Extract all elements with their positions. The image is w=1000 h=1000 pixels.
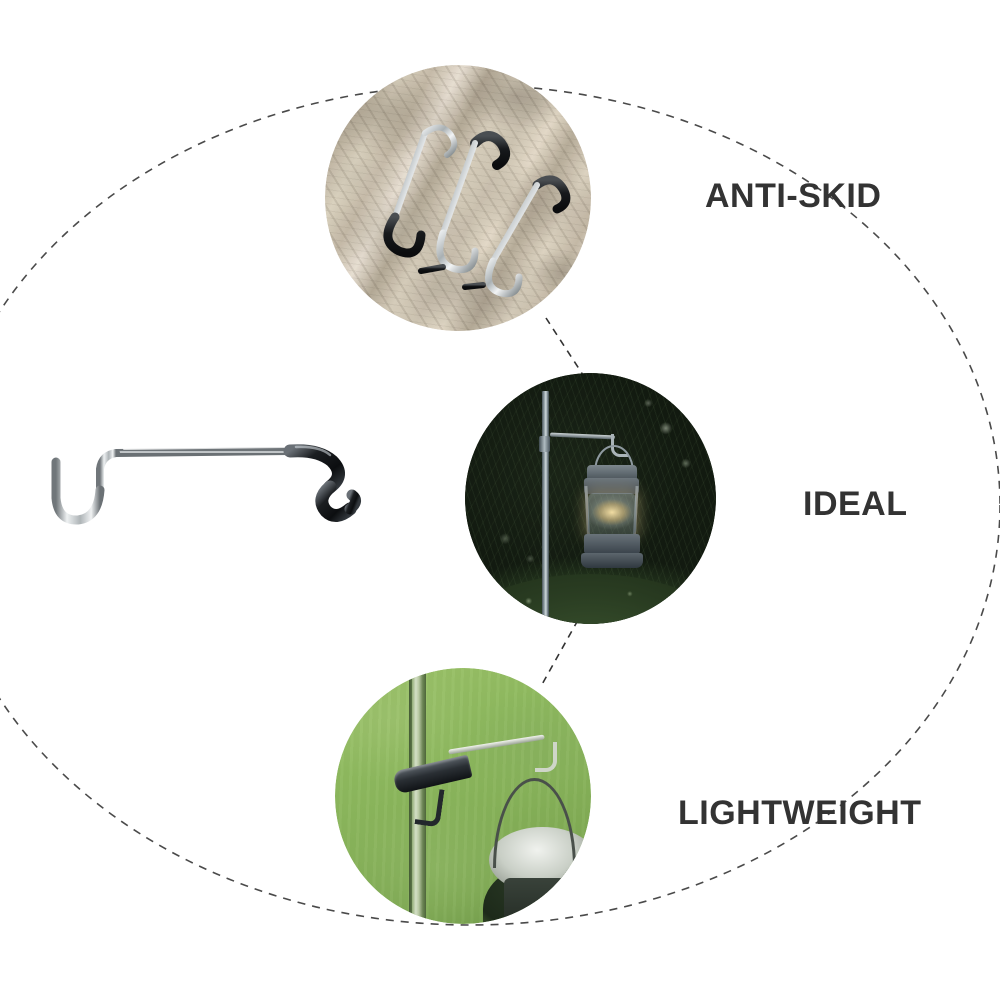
product-image-hanging-hook [50, 444, 361, 525]
product-clamp-lower [315, 480, 357, 522]
product-shaft [112, 447, 294, 457]
lantern-base-foot [580, 552, 644, 568]
hook-rod-tip [534, 742, 557, 773]
product-clamp-tip [344, 489, 361, 515]
feature-label-ideal: IDEAL [803, 485, 908, 523]
product-j-hook [51, 457, 105, 525]
product-clamp-highlight [294, 445, 332, 457]
lantern-fuel-tank [583, 534, 640, 554]
product-shaft-highlight [123, 446, 285, 450]
lantern-photo [465, 373, 716, 624]
tent-pole [409, 668, 427, 924]
pole-edge-highlight [409, 668, 413, 924]
feature-photo-anti-skid [325, 65, 591, 331]
hooks-on-rock-illustration [383, 124, 571, 298]
feature-label-anti-skid: ANTI-SKID [705, 177, 882, 215]
tent-pole [541, 390, 549, 624]
cookware-body [503, 877, 586, 924]
grass-photo [335, 668, 591, 924]
lantern-glass-globe [587, 492, 636, 536]
lantern-upper-body [584, 477, 640, 494]
lantern-cap [587, 465, 637, 481]
feature-photo-lightweight [335, 668, 591, 924]
rock-photo [325, 65, 591, 331]
pole-collar [539, 435, 551, 452]
product-shaft-bend [96, 449, 120, 494]
product-clamp-upper [283, 444, 345, 494]
feature-label-lightweight: LIGHTWEIGHT [678, 794, 922, 832]
feature-photo-ideal [465, 373, 716, 624]
oil-lantern [579, 445, 644, 571]
